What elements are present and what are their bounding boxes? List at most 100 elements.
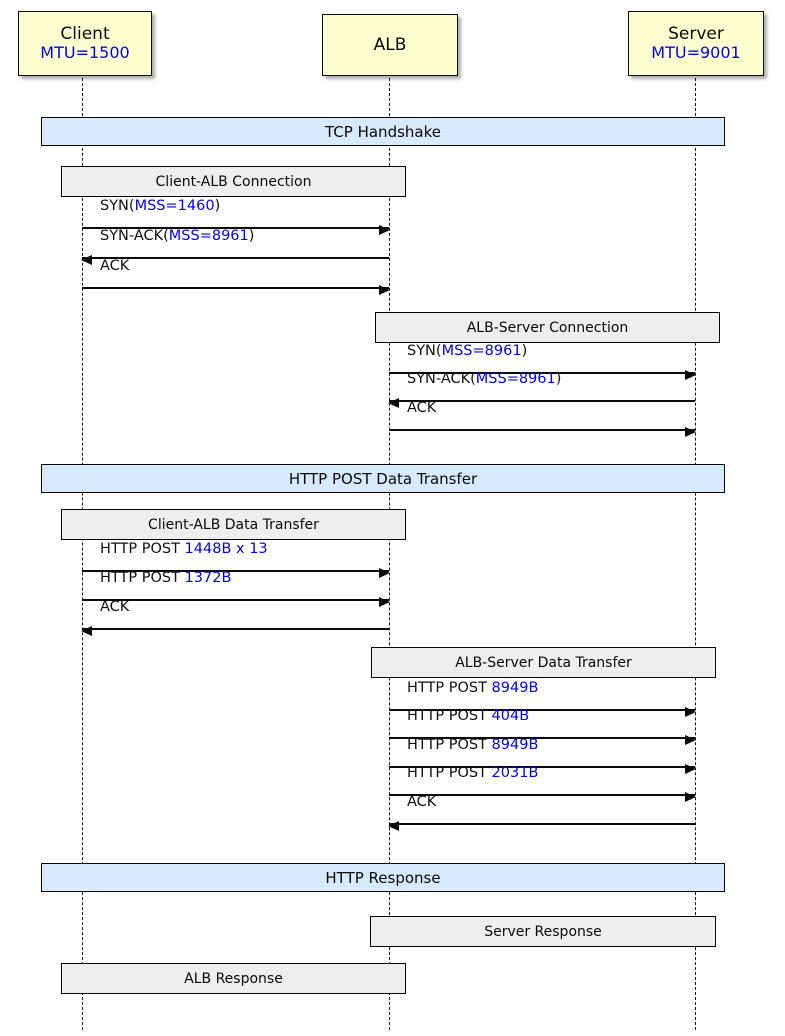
participant-name: Server [668,24,724,45]
section-band-label: HTTP Response [325,868,441,887]
note-box-label: Server Response [484,923,602,940]
message-label-text: ACK [100,599,130,615]
message-arrow: ACK [82,258,390,295]
message-label: SYN-ACK(MSS=8961) [100,228,254,244]
message-label: HTTP POST 1372B [100,570,231,586]
message-line [82,570,389,572]
message-line [389,429,695,431]
message-label-tail: ) [555,371,562,387]
message-label-text: HTTP POST [407,708,492,724]
message-line [82,628,389,630]
arrowhead-icon [685,791,696,802]
note-box: ALB-Server Data Transfer [371,647,716,678]
message-label-value: MSS=8961 [475,371,556,387]
message-label-text: HTTP POST [100,570,185,586]
section-band: TCP Handshake [41,117,725,146]
arrowhead-icon [685,369,696,380]
message-label-text: HTTP POST [407,737,492,753]
message-line [82,257,389,259]
message-label: ACK [407,794,436,810]
message-label-value: 8949B [491,680,539,696]
message-arrow: ACK [81,599,389,636]
note-box-label: Client-ALB Connection [155,173,312,190]
message-arrow: SYN-ACK(MSS=8961) [388,371,695,408]
message-line [389,823,695,825]
message-label-value: 404B [491,708,530,724]
section-band: HTTP Response [41,863,725,892]
section-band-label: HTTP POST Data Transfer [288,469,478,488]
arrowhead-icon [379,596,390,607]
message-label-tail: ) [214,198,221,214]
message-label: SYN-ACK(MSS=8961) [407,371,561,387]
message-label-text: ACK [100,258,130,274]
message-arrow: ACK [389,400,696,437]
participant-name: Client [60,24,110,45]
message-label-text: SYN( [407,343,442,359]
arrowhead-icon [685,763,696,774]
message-label-text: SYN( [100,198,135,214]
message-label: HTTP POST 1448B x 13 [100,541,268,557]
message-label-value: MSS=8961 [441,343,522,359]
message-line [82,227,389,229]
message-line [389,709,695,711]
message-line [389,766,695,768]
note-box: ALB Response [61,963,406,994]
message-arrow: HTTP POST 2031B [389,765,696,802]
message-arrow: SYN(MSS=8961) [389,343,696,380]
message-line [389,372,695,374]
message-line [82,599,389,601]
message-arrow: SYN(MSS=1460) [82,198,390,235]
participant-mtu-label: MTU=9001 [651,43,741,63]
arrowhead-icon [81,625,92,636]
arrowhead-icon [388,397,399,408]
section-band-label: TCP Handshake [325,122,441,141]
arrowhead-icon [81,254,92,265]
message-label-text: ACK [407,794,437,810]
arrowhead-icon [685,426,696,437]
message-line [389,794,695,796]
message-label-tail: ) [521,343,528,359]
section-band: HTTP POST Data Transfer [41,464,725,493]
message-label: ACK [100,599,129,615]
message-label: HTTP POST 8949B [407,680,538,696]
message-arrow: HTTP POST 1372B [82,570,390,607]
message-label-text: SYN-ACK( [100,228,169,244]
arrowhead-icon [379,284,390,295]
message-label-tail: ) [248,228,255,244]
message-arrow: HTTP POST 8949B [389,737,696,774]
message-label-value: 8949B [491,737,539,753]
message-arrow: HTTP POST 1448B x 13 [82,541,390,578]
participant-alb[interactable]: ALB [322,14,458,76]
arrowhead-icon [685,734,696,745]
message-arrow: HTTP POST 404B [389,708,696,745]
message-line [389,737,695,739]
message-arrow: ACK [388,794,695,831]
message-arrow: SYN-ACK(MSS=8961) [81,228,389,265]
message-label: HTTP POST 2031B [407,765,538,781]
message-label-text: HTTP POST [100,541,185,557]
message-label: SYN(MSS=1460) [100,198,220,214]
arrowhead-icon [685,706,696,717]
message-label-text: SYN-ACK( [407,371,476,387]
message-line [82,287,389,289]
message-label-value: 1372B [184,570,232,586]
lifeline-alb [389,78,390,1030]
message-label: HTTP POST 404B [407,708,529,724]
message-label-value: MSS=1460 [134,198,215,214]
note-box: ALB-Server Connection [375,312,720,343]
message-label: HTTP POST 8949B [407,737,538,753]
arrowhead-icon [388,820,399,831]
note-box: Client-ALB Connection [61,166,406,197]
lifeline-client [82,78,83,1030]
arrowhead-icon [379,567,390,578]
message-arrow: HTTP POST 8949B [389,680,696,717]
arrowhead-icon [379,224,390,235]
message-label-value: MSS=8961 [168,228,249,244]
message-label-text: HTTP POST [407,765,492,781]
message-line [389,400,695,402]
note-box: Server Response [370,916,716,947]
message-label-value: 2031B [491,765,539,781]
